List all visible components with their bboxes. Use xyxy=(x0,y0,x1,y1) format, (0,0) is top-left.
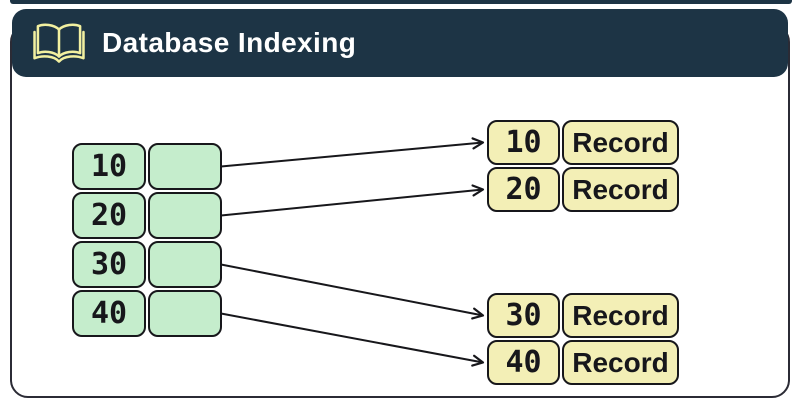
record-key-value: 40 xyxy=(505,344,542,380)
record-key-cell: 20 xyxy=(487,167,560,212)
record-key-value: 30 xyxy=(505,297,542,333)
record-key-cell: 30 xyxy=(487,293,560,338)
record-cell: Record xyxy=(562,120,679,165)
index-key-cell: 40 xyxy=(72,290,146,337)
index-key-cell: 30 xyxy=(72,241,146,288)
record-key-cell: 40 xyxy=(487,340,560,385)
index-key-cell: 20 xyxy=(72,192,146,239)
index-key-value: 10 xyxy=(90,148,128,184)
record-cell: Record xyxy=(562,340,679,385)
index-key-cell: 10 xyxy=(72,143,146,190)
record-label: Record xyxy=(572,173,669,205)
open-book-icon xyxy=(32,20,86,66)
record-label: Record xyxy=(572,346,669,378)
page-title: Database Indexing xyxy=(102,27,357,58)
index-key-value: 40 xyxy=(90,295,128,331)
record-label: Record xyxy=(572,126,669,158)
index-pointer-cell xyxy=(148,290,222,337)
record-key-value: 10 xyxy=(505,124,542,160)
top-edge-strip xyxy=(10,0,792,4)
index-key-value: 30 xyxy=(90,246,128,282)
record-key-value: 20 xyxy=(505,171,542,207)
diagram-header: Database Indexing xyxy=(12,9,788,77)
record-label: Record xyxy=(572,299,669,331)
index-pointer-cell xyxy=(148,241,222,288)
index-key-value: 20 xyxy=(90,197,128,233)
index-pointer-cell xyxy=(148,143,222,190)
record-cell: Record xyxy=(562,167,679,212)
record-cell: Record xyxy=(562,293,679,338)
index-pointer-cell xyxy=(148,192,222,239)
record-key-cell: 10 xyxy=(487,120,560,165)
